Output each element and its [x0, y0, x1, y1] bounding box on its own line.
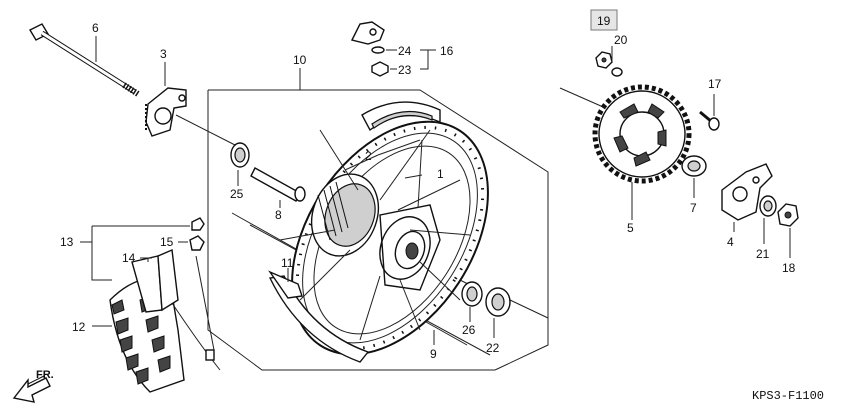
sprocket-nut — [595, 46, 623, 77]
callout-12[interactable]: 12 — [72, 320, 86, 334]
callout-14[interactable]: 14 — [122, 251, 136, 265]
callout-5[interactable]: 5 — [627, 221, 634, 235]
axle-part — [29, 23, 140, 97]
callout-2[interactable]: 2 — [365, 149, 372, 163]
callout-8[interactable]: 8 — [275, 208, 282, 222]
brake-shoe-lower — [268, 268, 303, 299]
callout-11[interactable]: 11 — [281, 256, 294, 270]
callout-17[interactable]: 17 — [708, 77, 722, 91]
callout-18[interactable]: 18 — [782, 261, 796, 275]
axle-nut-washer — [759, 195, 799, 258]
callout-3[interactable]: 3 — [160, 47, 167, 61]
bearing-left — [230, 142, 250, 186]
adjuster-plate-right — [721, 163, 773, 232]
callout-6[interactable]: 6 — [92, 21, 99, 35]
callout-9[interactable]: 9 — [430, 347, 437, 361]
spacer-tube — [250, 167, 306, 208]
callout-1[interactable]: 1 — [437, 167, 444, 181]
brake-panel-arc — [361, 101, 441, 132]
callout-10[interactable]: 10 — [293, 53, 307, 67]
callout-19[interactable]: 19 — [597, 14, 611, 28]
callout-7[interactable]: 7 — [690, 201, 697, 215]
collar — [681, 155, 707, 198]
direction-label: FR. — [36, 369, 54, 381]
adjuster-plate-left — [145, 62, 187, 137]
tube-valve — [195, 255, 215, 361]
callout-15[interactable]: 15 — [160, 235, 174, 249]
sprocket-bolt — [699, 94, 720, 131]
caliper-bracket-top — [350, 21, 436, 77]
callout-26[interactable]: 26 — [462, 323, 476, 337]
bearing-right-pair — [461, 281, 511, 338]
callout-4[interactable]: 4 — [727, 235, 734, 249]
front-direction-arrow: FR. — [12, 369, 54, 403]
callout-21[interactable]: 21 — [756, 247, 770, 261]
highlight-box — [590, 9, 618, 31]
callout-13[interactable]: 13 — [60, 235, 74, 249]
callout-24[interactable]: 24 — [398, 44, 412, 58]
callout-16[interactable]: 16 — [440, 44, 454, 58]
spokes — [279, 129, 471, 341]
callout-23[interactable]: 23 — [398, 63, 412, 77]
drawing-code: KPS3-F1100 — [752, 389, 824, 403]
callout-22[interactable]: 22 — [486, 341, 500, 355]
callout-25[interactable]: 25 — [230, 187, 244, 201]
valve-nut — [178, 217, 205, 251]
drive-sprocket — [592, 84, 692, 220]
callout-20[interactable]: 20 — [614, 33, 628, 47]
